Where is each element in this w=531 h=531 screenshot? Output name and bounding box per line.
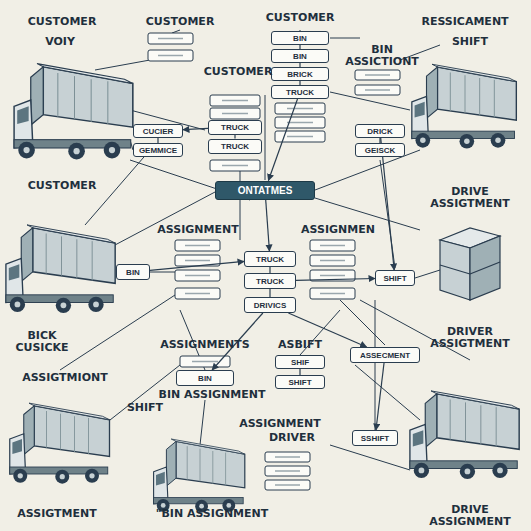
box-text: ONTATMES [238, 186, 293, 195]
diagram-label: ASSIGTMIONT [15, 372, 115, 384]
entity-box: BIN [116, 264, 150, 280]
connector-arrow [150, 261, 244, 270]
diagram-label: CUSTOMER [135, 16, 225, 28]
entity-box: BIN [271, 49, 329, 63]
box-text: CUCIER [143, 127, 174, 136]
diagram-label: SHIFT [115, 402, 175, 414]
entity-box: SSHIFT [352, 430, 398, 446]
diagram-label: CUSTOMER [198, 66, 278, 78]
box-text: TRUCK [221, 123, 249, 132]
diagram-label: ASSIGNMEN [293, 224, 383, 236]
entity-box: TRUCK [244, 273, 296, 289]
entity-box: GEISCK [355, 143, 405, 157]
entity-box: TRUCK [271, 85, 329, 99]
box-text: SSHIFT [361, 434, 389, 443]
box-text: BIN [293, 34, 307, 43]
entity-box: TRUCK [208, 139, 262, 154]
entity-box: SHIFT [375, 270, 415, 286]
diagram-label: DRIVE ASSIGNMENT [420, 504, 520, 528]
box-text: ASSECMENT [360, 351, 410, 360]
entity-box: TRUCK [208, 120, 262, 135]
entity-box: BIN [271, 31, 329, 45]
box-text: BIN [293, 52, 307, 61]
box-text: GEISCK [365, 146, 396, 155]
box-text: SHIFT [383, 274, 406, 283]
box-text: BRICK [287, 70, 312, 79]
box-text: TRUCK [286, 88, 314, 97]
diagram-label: DRIVER [262, 432, 322, 444]
connector-arrow [296, 278, 375, 280]
diagram-label: ASSIGNMENTS [155, 339, 255, 351]
box-text: GEMMICE [139, 146, 177, 155]
box-text: DRICK [367, 127, 392, 136]
entity-box: GEMMICE [133, 143, 183, 157]
connector-arrow [381, 138, 394, 270]
box-text: TRUCK [256, 277, 284, 286]
box-text: SHIFT [288, 378, 311, 387]
diagram-label: ASSIGTMENT [7, 508, 107, 520]
connector-arrow [269, 289, 270, 297]
diagram-label: "BIN ASSIGNMENT [147, 508, 277, 520]
entity-box: ASSECMENT [350, 347, 420, 363]
diagram-label: BIN ASSICTIONT [337, 44, 427, 68]
entity-box: BIN [176, 370, 234, 386]
connector-arrow [234, 135, 235, 139]
entity-box: DRIVICS [244, 297, 296, 313]
connector-arrow [266, 200, 270, 252]
connector-arrow [183, 128, 208, 129]
diagram-label: CUSTOMER [255, 12, 345, 24]
diagram-label: DRIVE ASSIGTMENT [420, 186, 520, 210]
entity-box: SHIF [275, 355, 325, 369]
box-text: BIN [126, 268, 140, 277]
box-text: DRIVICS [254, 301, 286, 310]
entity-box: CUCIER [133, 124, 183, 138]
diagram-label: BIN ASSIGNMENT [157, 389, 267, 401]
diagram-label: CUSTOMER [17, 180, 107, 192]
connector-arrow [376, 363, 384, 430]
diagram-label: RESSICAMENT [415, 16, 515, 28]
diagram-label: DRIVER ASSIGTMENT [420, 326, 520, 350]
diagram-label: ASSIGNMENT [235, 418, 325, 430]
box-text: TRUCK [256, 255, 284, 264]
diagram-label: SHIFT [440, 36, 500, 48]
diagram-label: VOIY [35, 36, 85, 48]
diagram-label: ASSIGNMENT [153, 224, 243, 236]
connector-arrow [268, 99, 297, 181]
box-text: SHIF [291, 358, 309, 367]
box-text: TRUCK [221, 142, 249, 151]
box-text: BIN [198, 374, 212, 383]
entity-box: BRICK [271, 67, 329, 81]
entity-box: DRICK [355, 124, 405, 138]
title-box: ONTATMES [215, 181, 315, 200]
entity-box: TRUCK [244, 251, 296, 267]
diagram-label: CUSTOMER [17, 16, 107, 28]
entity-box: SHIFT [275, 375, 325, 389]
diagram-label: BICK CUSICKE [7, 330, 77, 354]
diagram-label: ASBIFT [270, 339, 330, 351]
